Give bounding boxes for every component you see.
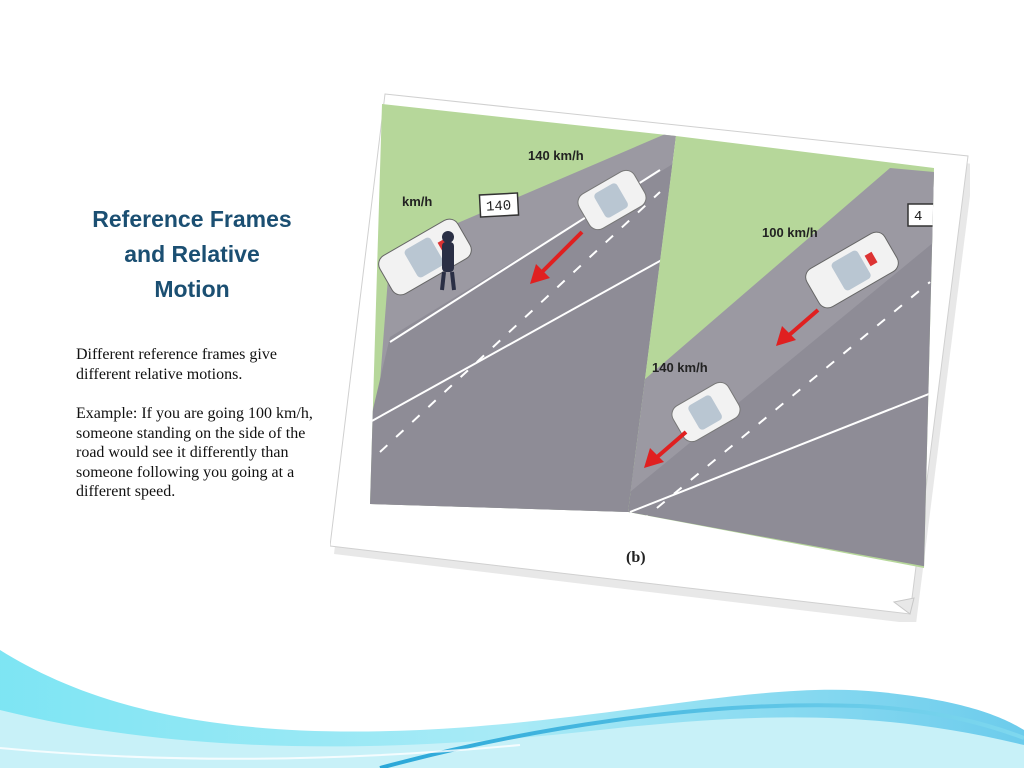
police-car-icon — [805, 231, 899, 309]
radar-reading-partial: 4 — [914, 209, 922, 225]
speed-label-partial: km/h — [402, 194, 432, 209]
car-icon — [671, 381, 741, 443]
officer-icon — [440, 231, 456, 291]
slide-body: Different reference frames give differen… — [76, 345, 322, 522]
left-panel: 140 140 km/h km/h — [370, 104, 676, 512]
relative-motion-figure: 140 140 km/h km/h — [330, 93, 970, 622]
radar-display: 4 — [907, 203, 934, 227]
figure-caption: (b) — [626, 549, 646, 566]
motion-arrow — [644, 430, 688, 468]
motion-arrow — [530, 230, 584, 284]
radar-display: 140 — [478, 192, 520, 218]
title-line: Motion — [154, 276, 230, 302]
car-speed-label: 140 km/h — [652, 360, 708, 375]
page-curl — [892, 597, 915, 615]
radar-reading: 140 — [486, 198, 512, 215]
title-line: and Relative — [124, 241, 260, 267]
right-panel: 4 100 km/h 140 km/h — [628, 136, 934, 568]
speed-label: 140 km/h — [528, 148, 584, 163]
car-icon — [577, 169, 647, 231]
police-speed-label: 100 km/h — [762, 225, 818, 240]
slide-title: Reference Frames and Relative Motion — [72, 202, 312, 307]
paragraph-example: Example: If you are going 100 km/h, some… — [76, 405, 313, 500]
paragraph-definition: Different reference frames give differen… — [76, 346, 277, 383]
motion-arrow — [776, 308, 820, 346]
decorative-wave — [0, 650, 1024, 768]
title-line: Reference Frames — [92, 206, 292, 232]
